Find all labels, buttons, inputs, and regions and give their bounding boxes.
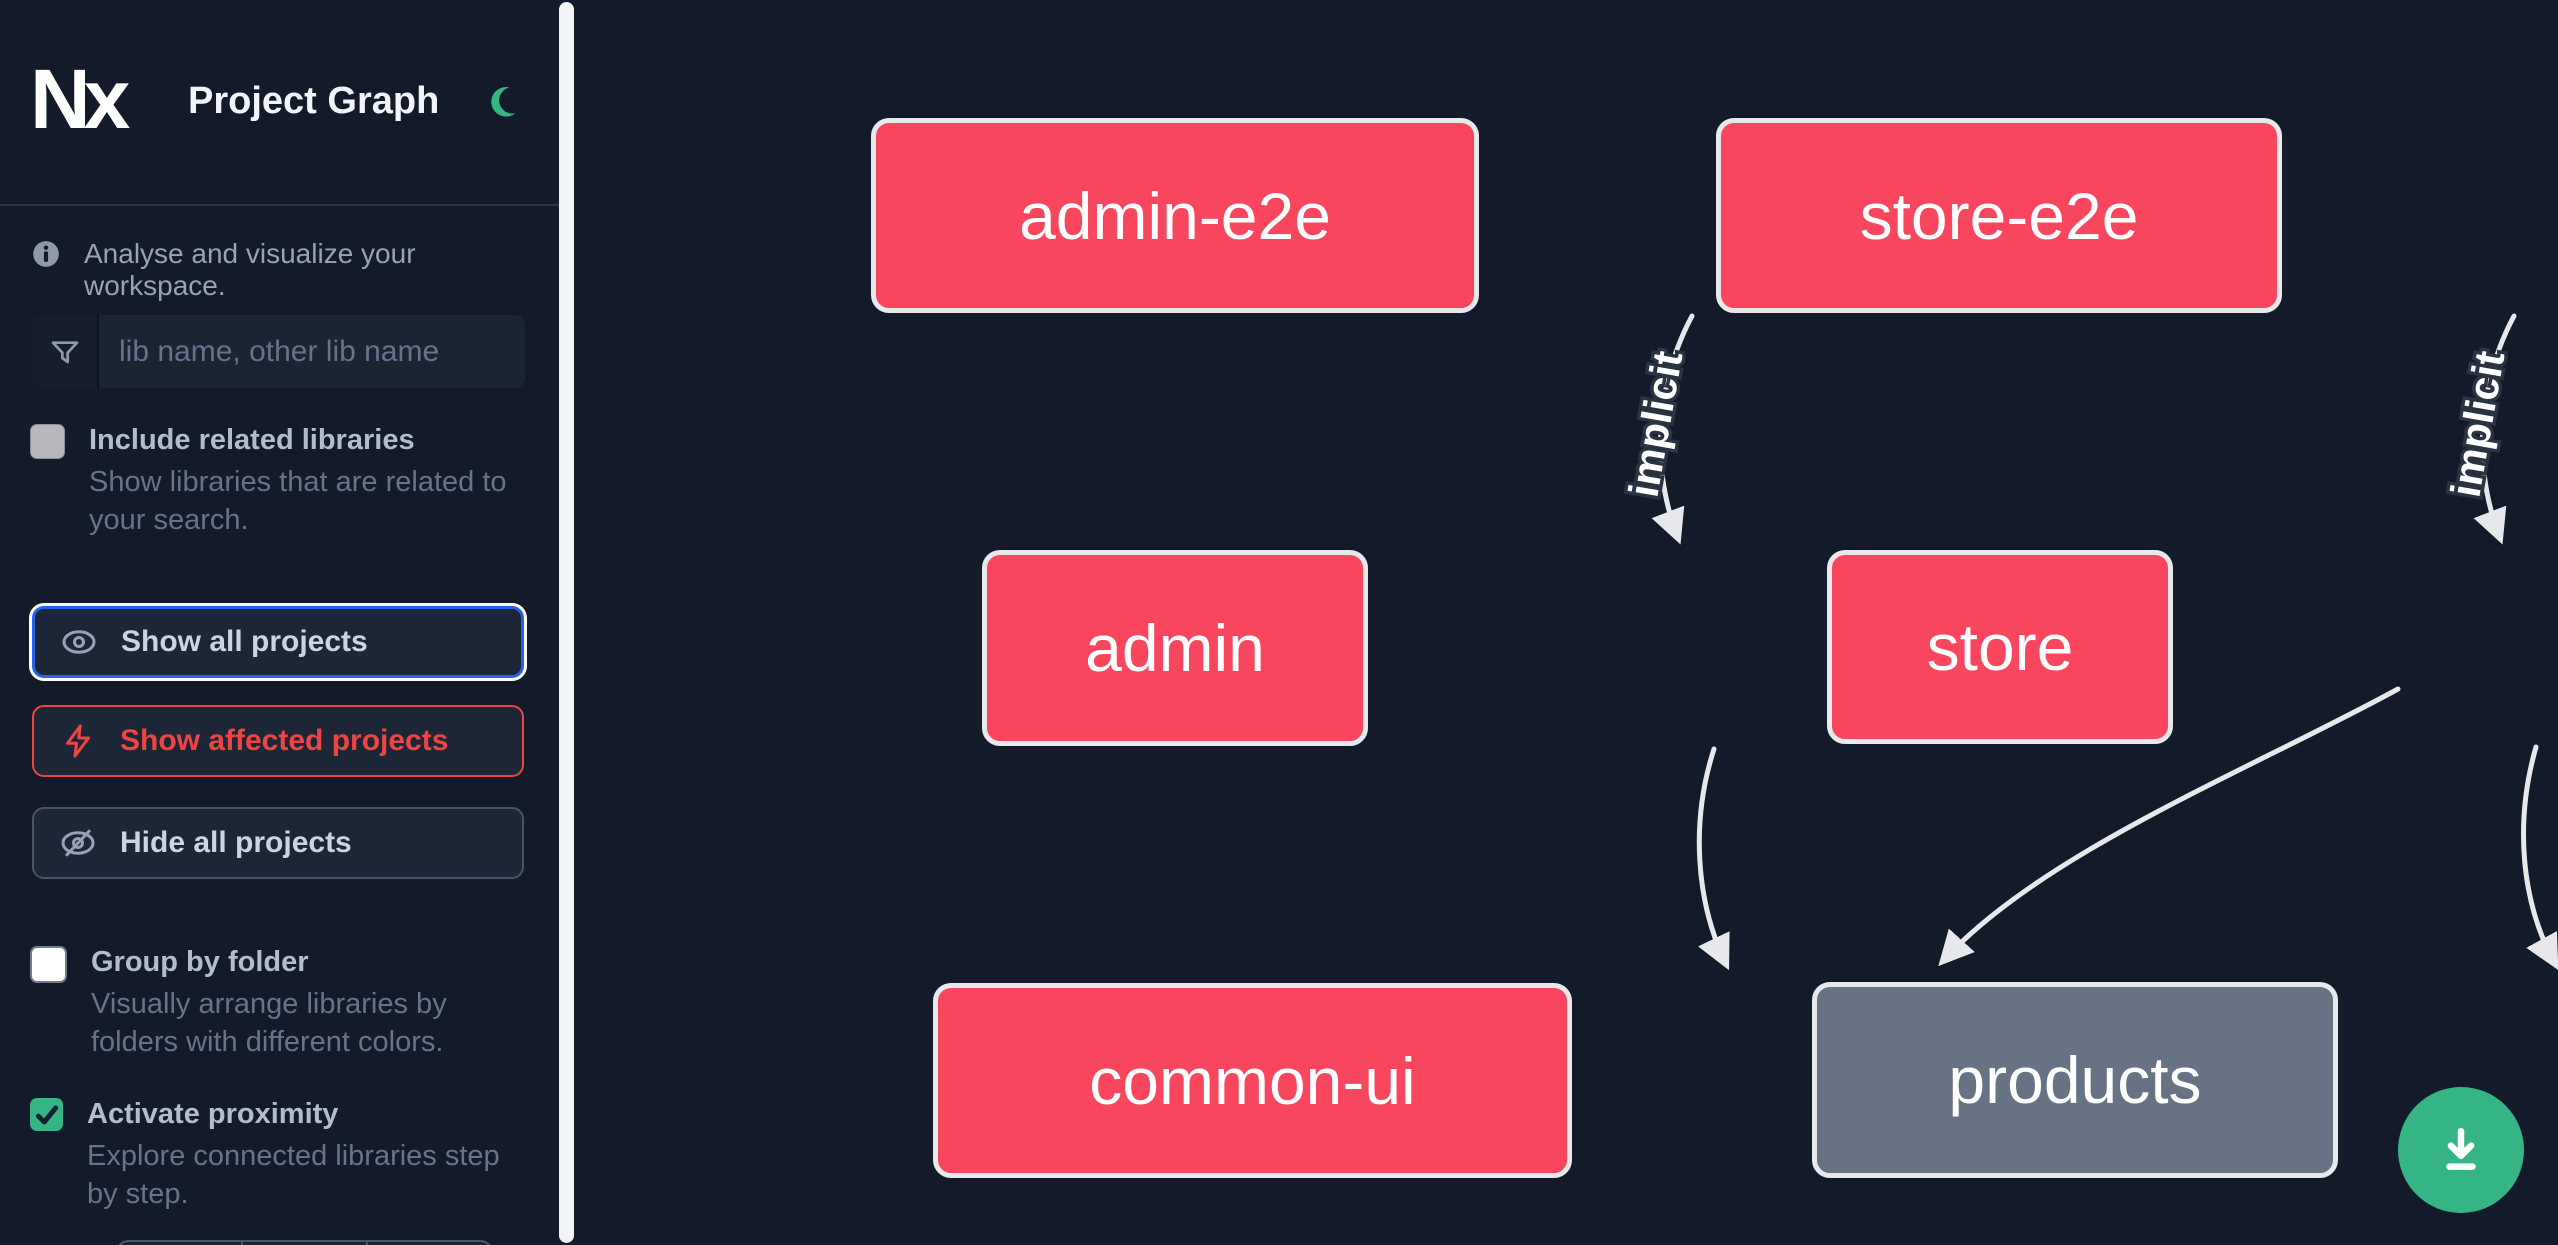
option-label: Activate proximity [87, 1098, 339, 1130]
eye-icon [62, 630, 96, 654]
search-input[interactable] [99, 315, 525, 388]
button-label: Hide all projects [120, 826, 352, 859]
sidebar: Nx Project Graph Analyse and visualize y… [0, 0, 559, 1245]
eye-slash-icon [61, 829, 95, 857]
option-description: Explore connected libraries step by step… [87, 1140, 500, 1210]
graph-node-store[interactable]: store [1827, 550, 2173, 744]
edge-admin-e2e-admin [1651, 313, 1695, 545]
bolt-icon [66, 724, 90, 758]
proximity-depth-control-partial[interactable] [115, 1240, 494, 1245]
option-group-by-folder: Group by folder Visually arrange librari… [30, 946, 536, 1061]
edge-admin-common-ui [1696, 746, 1730, 971]
show-all-projects-button[interactable]: Show all projects [32, 606, 524, 678]
graph-node-store-e2e[interactable]: store-e2e [1716, 118, 2282, 313]
check-icon [35, 1105, 58, 1124]
download-icon [2446, 1127, 2476, 1170]
workspace-intro-text: Analyse and visualize your workspace. [84, 238, 416, 301]
project-filter [33, 315, 525, 388]
option-label: Include related libraries [89, 424, 415, 456]
page-title: Project Graph [188, 80, 440, 122]
graph-canvas[interactable]: implicit implicit admin-e2e store-e2e ad… [574, 0, 2558, 1245]
graph-node-common-ui[interactable]: common-ui [933, 983, 1572, 1178]
edge-store-products [2521, 744, 2558, 971]
button-label: Show affected projects [120, 724, 449, 757]
include-related-checkbox[interactable] [30, 424, 65, 459]
info-icon [33, 241, 59, 267]
funnel-icon [33, 315, 99, 388]
option-activate-proximity: Activate proximity Explore connected lib… [30, 1098, 532, 1213]
option-include-related-libraries: Include related libraries Show libraries… [30, 424, 534, 539]
node-label: admin [1085, 611, 1265, 685]
download-graph-button[interactable] [2398, 1087, 2524, 1213]
sidebar-scrollbar[interactable] [559, 2, 574, 1243]
node-label: common-ui [1089, 1043, 1416, 1118]
node-label: store-e2e [1859, 178, 2139, 253]
node-label: store [1926, 610, 2074, 684]
control-segment[interactable] [243, 1242, 369, 1245]
node-label: admin-e2e [1019, 178, 1331, 253]
header-divider [0, 204, 559, 206]
show-affected-projects-button[interactable]: Show affected projects [32, 705, 524, 777]
edge-label-implicit-1: implicit [1620, 347, 1692, 500]
edge-store-e2e-store [2473, 313, 2517, 545]
moon-icon[interactable] [482, 84, 520, 122]
hide-all-projects-button[interactable]: Hide all projects [32, 807, 524, 879]
edge-label-implicit-2: implicit [2442, 347, 2514, 500]
button-label: Show all projects [121, 625, 368, 658]
graph-node-admin-e2e[interactable]: admin-e2e [871, 118, 1479, 313]
option-label: Group by folder [91, 946, 309, 978]
option-description: Show libraries that are related to your … [89, 466, 507, 536]
graph-node-products[interactable]: products [1812, 982, 2338, 1178]
option-description: Visually arrange libraries by folders wi… [91, 988, 447, 1058]
graph-node-admin[interactable]: admin [982, 550, 1368, 746]
activate-proximity-checkbox[interactable] [30, 1098, 63, 1131]
control-segment[interactable] [117, 1242, 243, 1245]
node-label: products [1948, 1043, 2202, 1117]
nx-logo: Nx [30, 52, 130, 146]
group-by-folder-checkbox[interactable] [30, 946, 67, 983]
